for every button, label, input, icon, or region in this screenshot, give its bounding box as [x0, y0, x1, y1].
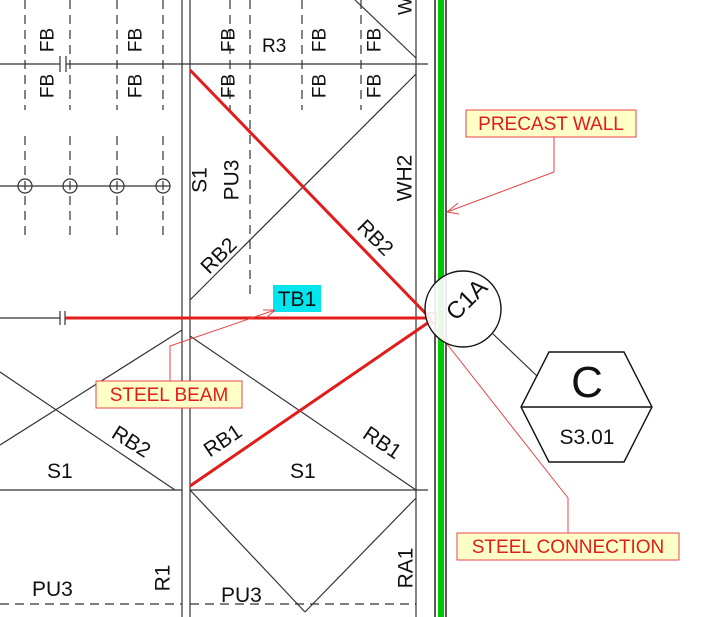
column-marker: [109, 178, 125, 194]
label-fb: FB: [126, 74, 147, 98]
label-rb2: RB2: [108, 421, 155, 462]
label-pu3: PU3: [221, 160, 244, 201]
label-r3: R3: [262, 36, 286, 57]
detail-letter: C: [571, 358, 603, 407]
steel-beams: [65, 68, 437, 488]
label-rb2: RB2: [352, 215, 397, 260]
tb1-tag: TB1: [273, 285, 321, 312]
column-marker: [17, 178, 33, 194]
detail-bubble: C1A: [424, 270, 502, 348]
callout-precast-wall-text: PRECAST WALL: [478, 114, 624, 135]
label-s1: S1: [47, 460, 73, 483]
label-rb1: RB1: [359, 422, 406, 464]
callout-precast-wall: PRECAST WALL: [465, 109, 637, 138]
label-tb1: TB1: [278, 288, 317, 311]
label-rb1: RB1: [200, 420, 247, 462]
label-fb: FB: [365, 74, 386, 98]
callout-steel-connection: STEEL CONNECTION: [456, 532, 680, 561]
label-fb: FB: [365, 28, 386, 52]
detail-sheet: S3.01: [560, 426, 615, 449]
column-marker: [155, 178, 171, 194]
callout-steel-connection-text: STEEL CONNECTION: [472, 537, 665, 558]
detail-hexagon: C S3.01: [520, 351, 653, 463]
label-fb: FB: [310, 74, 331, 98]
label-fb: FB: [38, 28, 59, 52]
joist-stubs: [0, 0, 362, 238]
label-s1: S1: [290, 460, 316, 483]
callout-steel-beam-text: STEEL BEAM: [110, 385, 229, 406]
label-wh-top: W: [396, 0, 417, 15]
callout-leaders: [169, 135, 569, 533]
label-ra1: RA1: [395, 548, 418, 589]
column-marker: [62, 178, 78, 194]
detail-leader: [491, 332, 538, 377]
label-pu3: PU3: [221, 584, 262, 607]
label-fb: FB: [310, 28, 331, 52]
label-s1: S1: [189, 167, 212, 193]
label-pu3: PU3: [32, 578, 73, 601]
label-wh2: WH2: [394, 155, 417, 202]
fb-labels: FB FB FB FB FB FB FB FB FB FB R3 W: [38, 0, 417, 98]
label-r1: R1: [152, 565, 175, 592]
label-rb2: RB2: [196, 233, 241, 278]
label-fb: FB: [219, 74, 240, 98]
label-fb: FB: [126, 28, 147, 52]
label-fb: FB: [38, 74, 59, 98]
label-fb: FB: [219, 28, 240, 52]
callout-steel-beam: STEEL BEAM: [95, 380, 243, 409]
